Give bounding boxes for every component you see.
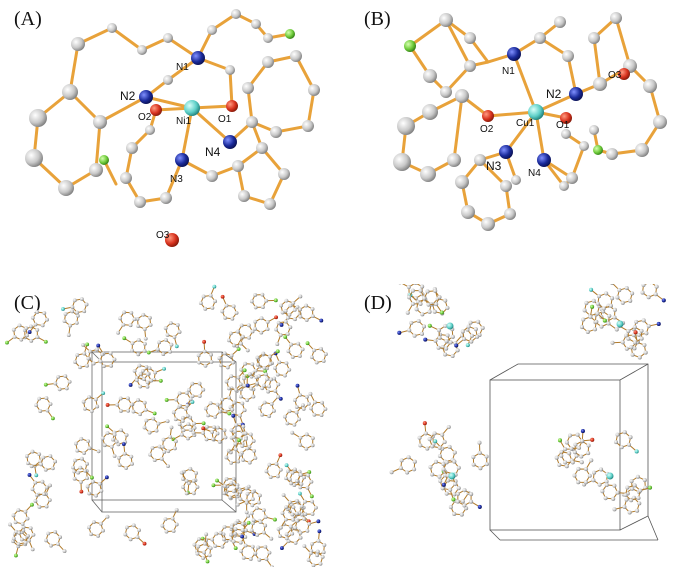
panel-c-packing — [5, 284, 328, 567]
panel-a-structure: N1 N2 O2 Ni1 O1 N4 N3 O3 — [25, 9, 320, 247]
panel-a-label: (A) — [14, 8, 42, 30]
atom-label: O3 — [608, 70, 622, 81]
atom-label: N1 — [502, 66, 515, 77]
atom-label: O2 — [480, 124, 494, 135]
panel-b-label: (B) — [364, 8, 391, 30]
panel-b: (B) — [350, 0, 700, 283]
panel-c-label: (C) — [14, 292, 41, 314]
atom-label: N2 — [546, 87, 562, 101]
atom-label: N3 — [486, 159, 502, 173]
panel-d-molecules — [389, 284, 666, 517]
panel-d-label: (D) — [364, 292, 392, 314]
panel-c: (C) — [0, 284, 350, 567]
panel-b-atoms — [393, 12, 667, 231]
atom-label: O2 — [138, 112, 152, 123]
atom-label: N4 — [528, 168, 541, 179]
panel-b-structure: N1 N2 O3 O2 Cu1 O1 N3 N4 — [393, 12, 667, 231]
panel-a-atom-labels: N1 N2 O2 Ni1 O1 N4 N3 O3 — [120, 62, 232, 241]
atom-label: O1 — [556, 120, 570, 131]
panel-d: (D) — [350, 284, 700, 567]
atom-label: N1 — [176, 62, 189, 73]
panel-d-unit-cell — [489, 363, 659, 541]
panel-c-molecules — [5, 284, 328, 567]
atom-label: N3 — [170, 174, 183, 185]
panel-b-atom-labels: N1 N2 O3 O2 Cu1 O1 N3 N4 — [480, 66, 622, 179]
atom-label: Cu1 — [516, 118, 535, 129]
panel-d-packing — [389, 284, 666, 541]
atom-label: N2 — [120, 89, 136, 103]
atom-label: O1 — [218, 114, 232, 125]
panel-a: (A) — [0, 0, 350, 283]
atom-label: O3 — [156, 230, 170, 241]
atom-label: N4 — [205, 145, 221, 159]
panel-a-atoms — [25, 9, 320, 247]
atom-label: Ni1 — [176, 116, 191, 127]
